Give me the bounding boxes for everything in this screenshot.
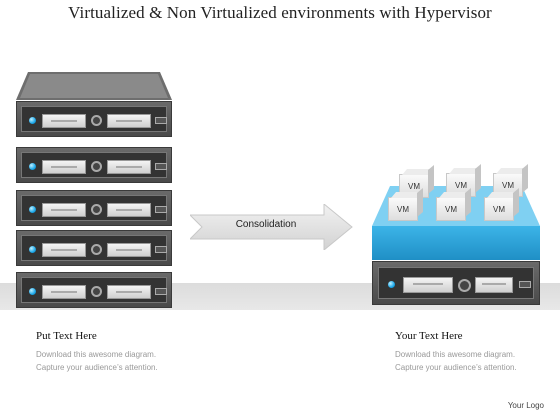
power-knob-icon bbox=[91, 115, 102, 126]
power-led-icon bbox=[29, 288, 36, 295]
diagram-title: Virtualized & Non Virtualized environmen… bbox=[68, 3, 492, 22]
drive-bay bbox=[403, 277, 453, 293]
server-unit bbox=[16, 147, 172, 183]
port-slot bbox=[155, 117, 167, 124]
server-unit bbox=[16, 230, 172, 266]
drive-bay bbox=[42, 114, 86, 128]
drive-bay bbox=[107, 285, 151, 299]
power-led-icon bbox=[29, 163, 36, 170]
port-slot bbox=[155, 163, 167, 170]
power-knob-icon bbox=[91, 161, 102, 172]
server-stack-top bbox=[16, 72, 172, 100]
power-led-icon bbox=[29, 117, 36, 124]
drive-bay bbox=[107, 243, 151, 257]
consolidation-arrow-icon bbox=[190, 204, 353, 250]
arrow-label: Consolidation bbox=[235, 219, 297, 230]
port-slot bbox=[155, 246, 167, 253]
power-knob-icon bbox=[91, 286, 102, 297]
power-led-icon bbox=[29, 206, 36, 213]
power-knob-icon bbox=[458, 279, 471, 292]
power-knob-icon bbox=[91, 204, 102, 215]
drive-bay bbox=[475, 277, 513, 293]
host-server-unit bbox=[372, 261, 540, 305]
right-caption-line: Download this awesome diagram. bbox=[395, 350, 516, 359]
left-caption-line: Download this awesome diagram. bbox=[36, 350, 157, 359]
drive-bay bbox=[42, 203, 86, 217]
drive-bay bbox=[107, 203, 151, 217]
drive-bay bbox=[42, 160, 86, 174]
drive-bay bbox=[107, 114, 151, 128]
power-led-icon bbox=[388, 281, 395, 288]
right-caption-title: Your Text Here bbox=[395, 330, 463, 342]
vm-box: VM bbox=[388, 197, 418, 221]
drive-bay bbox=[107, 160, 151, 174]
power-led-icon bbox=[29, 246, 36, 253]
server-unit bbox=[16, 101, 172, 137]
port-slot bbox=[519, 281, 531, 288]
port-slot bbox=[155, 206, 167, 213]
left-caption-title: Put Text Here bbox=[36, 330, 97, 342]
server-unit bbox=[16, 272, 172, 308]
vm-box: VM bbox=[436, 197, 466, 221]
server-unit bbox=[16, 190, 172, 226]
drive-bay bbox=[42, 285, 86, 299]
left-caption-line: Capture your audience’s attention. bbox=[36, 363, 158, 372]
vm-box: VM bbox=[484, 197, 514, 221]
right-caption-line: Capture your audience’s attention. bbox=[395, 363, 517, 372]
port-slot bbox=[155, 288, 167, 295]
logo-text: Your Logo bbox=[507, 401, 544, 410]
drive-bay bbox=[42, 243, 86, 257]
power-knob-icon bbox=[91, 244, 102, 255]
